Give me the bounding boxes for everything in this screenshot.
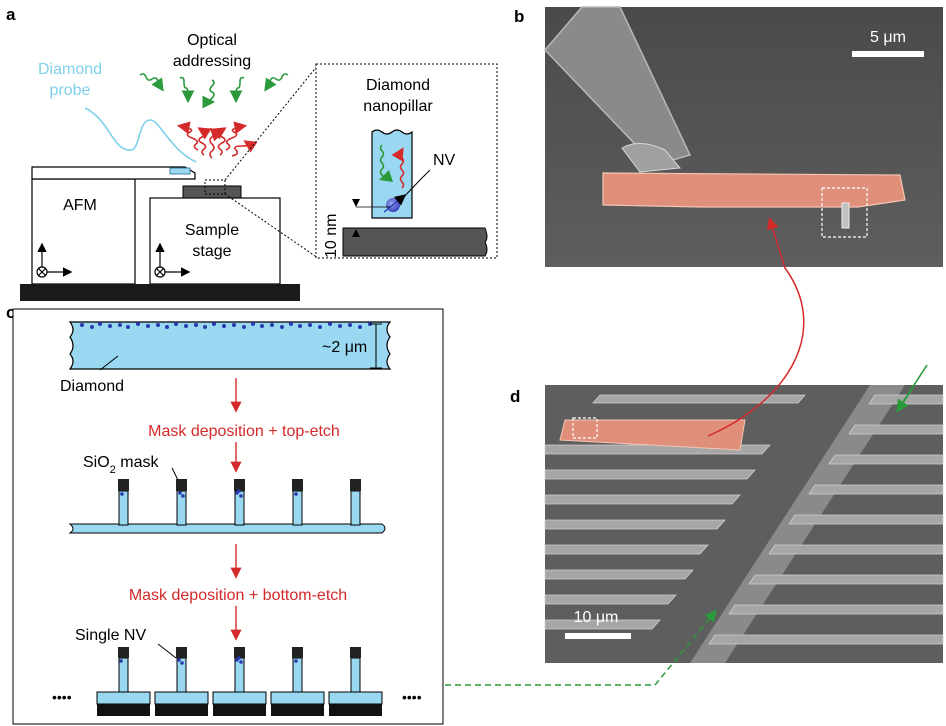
afm-axes-icon — [36, 242, 73, 278]
sem-wire-tip — [621, 143, 681, 173]
red-emission-arrows — [176, 121, 258, 159]
scale-bar-b — [852, 51, 924, 57]
panel-d-label: d — [510, 387, 520, 406]
single-nv-pointer — [157, 643, 177, 659]
sem-pillar — [841, 202, 850, 229]
optical-addressing-line1: Optical — [187, 32, 237, 49]
nv-label: NV — [433, 152, 456, 169]
pillars-row-1 — [118, 479, 361, 526]
scale-bar-d — [565, 633, 631, 639]
single-nv-label: Single NV — [75, 627, 146, 644]
sample-stage-line1: Sample — [185, 222, 239, 239]
panel-c: c ~2 μm Diamond Mask deposition + top-et… — [6, 303, 444, 725]
green-connector-c-d — [445, 609, 717, 686]
diamond-probe-line1: Diamond — [38, 61, 102, 78]
pillar — [292, 479, 303, 526]
t-pillar — [154, 647, 209, 716]
panel-c-frame — [12, 308, 444, 725]
t-pillar — [328, 647, 383, 716]
zoom-box-a — [204, 179, 226, 195]
thickness-label: ~2 μm — [322, 339, 367, 356]
t-pillar — [96, 647, 151, 716]
distance-label: 10 nm — [323, 214, 340, 258]
panel-a-label: a — [6, 5, 16, 24]
inset-title-line1: Diamond — [366, 77, 430, 94]
diamond-probe-line2: probe — [50, 82, 91, 99]
pillars-row-2 — [96, 647, 383, 716]
afm-block — [31, 178, 136, 285]
panel-a: a Optical addressing Diamond probe AFM — [6, 5, 498, 301]
diamond-label: Diamond — [60, 378, 124, 395]
sample-stage — [149, 197, 281, 285]
inset-red-arrow — [391, 147, 405, 189]
sem-cantilever — [602, 172, 906, 208]
pillar — [118, 479, 129, 526]
mask-label: SiO2 mask — [83, 454, 159, 476]
ellipsis-left: •••• — [52, 689, 72, 705]
scale-label-b: 5 μm — [870, 29, 906, 46]
t-pillar — [212, 647, 267, 716]
inset-connector-bottom — [224, 193, 319, 259]
green-pointer-top-head — [896, 388, 913, 413]
step2-label: Mask deposition + bottom-etch — [129, 587, 347, 604]
pillar — [234, 479, 245, 526]
ellipsis-right: •••• — [402, 689, 422, 705]
panel-b-label: b — [514, 7, 524, 26]
green-excitation-arrows — [139, 73, 289, 109]
panel-c-label: c — [6, 303, 15, 322]
diamond-pointer — [99, 355, 119, 371]
afm-label: AFM — [63, 197, 97, 214]
nv-pointer — [399, 169, 431, 202]
sample — [182, 185, 242, 199]
panel-d: d 10 μm — [510, 364, 944, 663]
inset-green-arrow — [378, 144, 394, 183]
sem-highlighted-beam — [559, 419, 746, 451]
zoom-box-d — [572, 417, 598, 439]
t-pillar — [270, 647, 325, 716]
pillar — [176, 479, 187, 526]
panel-b: b 5 μm — [514, 6, 943, 267]
red-connector-b-d — [707, 217, 805, 437]
stage-axes-icon — [154, 242, 191, 278]
inset-title-line2: nanopillar — [363, 98, 433, 115]
scale-label-d: 10 μm — [574, 609, 619, 626]
zoom-box-b — [821, 187, 868, 238]
inset-sample-surface — [342, 227, 488, 257]
etched-base-1 — [68, 523, 386, 534]
nv-spin-arrow — [383, 194, 407, 213]
afm-base — [20, 284, 300, 301]
step1-label: Mask deposition + top-etch — [148, 423, 340, 440]
sample-stage-line2: stage — [192, 243, 231, 260]
diamond-slab — [68, 321, 392, 370]
mask-pointer — [171, 467, 179, 481]
diamond-probe-tip — [169, 167, 191, 175]
inset-connector-top — [224, 64, 319, 181]
probe-cable — [84, 107, 197, 163]
optical-addressing-line2: addressing — [173, 53, 251, 70]
pillar — [350, 479, 361, 526]
